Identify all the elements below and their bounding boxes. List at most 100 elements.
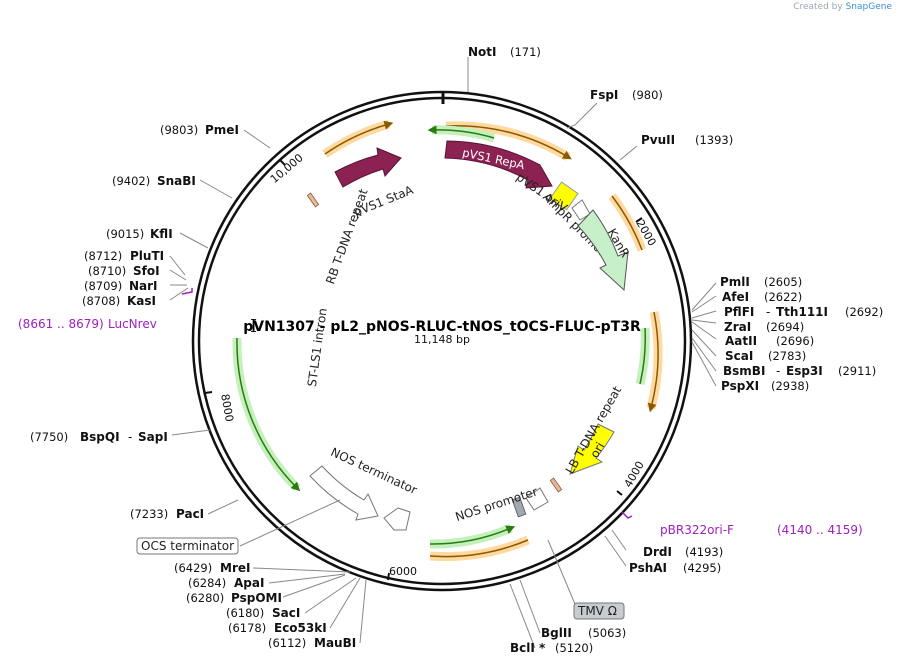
scale-ticks (204, 159, 643, 581)
svg-text:PmlI: PmlI (720, 275, 750, 289)
svg-text:(6429): (6429) (174, 561, 212, 575)
enzyme-pmeI[interactable]: (9803) PmeI (160, 123, 239, 137)
enzyme-pacI[interactable]: (7233) PacI (130, 507, 204, 521)
enzyme-pspomI[interactable]: (6280) PspOMI (186, 591, 282, 605)
enzyme-pflfI[interactable]: PflFI - Tth111I (2692) (724, 305, 883, 319)
enzyme-zraI[interactable]: ZraI (2694) (724, 320, 804, 334)
enzyme-plutI[interactable]: (8712) PluTI (84, 249, 164, 263)
enzyme-aatII[interactable]: AatII (2696) (725, 334, 814, 348)
svg-text:(8661 .. 8679): (8661 .. 8679) (18, 317, 104, 331)
tmv-omega-feature[interactable] (511, 496, 527, 518)
svg-text:AfeI: AfeI (722, 290, 749, 304)
svg-text:(2911): (2911) (838, 364, 876, 378)
svg-text:KflI: KflI (150, 227, 173, 241)
svg-text:Eco53kI: Eco53kI (274, 621, 327, 635)
enzyme-bsmbI[interactable]: BsmBI - Esp3I (2911) (723, 364, 876, 378)
svg-text:(6284): (6284) (188, 576, 226, 590)
svg-text:PluTI: PluTI (130, 249, 164, 263)
svg-text:(6112): (6112) (268, 636, 306, 650)
enzyme-scaI[interactable]: ScaI (2783) (725, 349, 806, 363)
svg-text:pBR322ori-F: pBR322ori-F (660, 523, 734, 537)
enzyme-pspxI[interactable]: PspXI (2938) (721, 379, 809, 393)
pvs1-staa-feature[interactable] (334, 147, 402, 188)
enzyme-bspqI[interactable]: (7750) BspQI - SapI (30, 430, 168, 444)
svg-text:SnaBI: SnaBI (157, 174, 196, 188)
enzyme-drdI[interactable]: DrdI (4193) (643, 545, 723, 559)
svg-text:PmeI: PmeI (205, 123, 239, 137)
svg-text:BspQI: BspQI (80, 430, 120, 444)
enzyme-afeI[interactable]: AfeI (2622) (722, 290, 802, 304)
svg-text:MauBI: MauBI (314, 636, 356, 650)
enzyme-snabI[interactable]: (9402) SnaBI (112, 174, 196, 188)
enzyme-sfoI[interactable]: (8710) SfoI (88, 264, 160, 278)
enzyme-bglII[interactable]: BglII (5063) (541, 626, 626, 640)
svg-text:(7233): (7233) (130, 507, 168, 521)
svg-text:(2696): (2696) (776, 334, 814, 348)
svg-text:ApaI: ApaI (234, 576, 264, 590)
lucnrev-primer-mark[interactable] (181, 288, 193, 295)
enzyme-pvuII[interactable]: PvuII (1393) (641, 133, 733, 147)
ocs-terminator-tag[interactable]: OCS terminator (136, 537, 239, 555)
pvs1-oriv-feature[interactable] (549, 181, 579, 211)
svg-text:(6280): (6280) (186, 591, 224, 605)
svg-text:PacI: PacI (176, 507, 204, 521)
svg-text:SfoI: SfoI (133, 264, 160, 278)
svg-text:Tth111I: Tth111I (776, 305, 828, 319)
svg-text:SacI: SacI (272, 606, 300, 620)
enzyme-kflI[interactable]: (9015) KflI (106, 227, 173, 241)
svg-text:BsmBI: BsmBI (723, 364, 765, 378)
ocs-terminator-feature[interactable] (383, 507, 411, 531)
tick-4000: 4000 (622, 459, 647, 490)
svg-text:(9803): (9803) (160, 123, 198, 137)
enzyme-maubI[interactable]: (6112) MauBI (268, 636, 356, 650)
svg-text:(9015): (9015) (106, 227, 144, 241)
enzyme-narI[interactable]: (8709) NarI (84, 279, 158, 293)
enzyme-apaI[interactable]: (6284) ApaI (188, 576, 264, 590)
svg-text:(1393): (1393) (695, 133, 733, 147)
enzyme-kasI[interactable]: (8708) KasI (82, 294, 156, 308)
snapgene-logo-text: SnapGene (845, 2, 892, 12)
enzyme-notI[interactable]: NotI (171) (468, 45, 541, 59)
svg-text:(2938): (2938) (771, 379, 809, 393)
lb-repeat-feature[interactable] (549, 477, 563, 493)
svg-text:-: - (776, 364, 780, 378)
primer-pbr322ori-f[interactable]: pBR322ori-F (4140 .. 4159) (660, 523, 863, 537)
svg-text:(2622): (2622) (764, 290, 802, 304)
svg-text:ZraI: ZraI (724, 320, 751, 334)
svg-text:(6178): (6178) (228, 621, 266, 635)
enzyme-mreI[interactable]: (6429) MreI (174, 561, 250, 575)
enzyme-sacI[interactable]: (6180) SacI (226, 606, 300, 620)
enzyme-fspI[interactable]: FspI (980) (590, 88, 663, 102)
svg-text:-: - (128, 430, 132, 444)
svg-text:Esp3I: Esp3I (786, 364, 823, 378)
primer-lucnrev[interactable]: (8661 .. 8679) LucNrev (18, 317, 157, 331)
map-length: 11,148 bp (414, 333, 470, 346)
green-feature-arrows (232, 125, 650, 549)
enzyme-pshaI[interactable]: PshAI (4295) (629, 561, 721, 575)
pvs1-repa-feature[interactable] (444, 140, 553, 189)
svg-text:(980): (980) (632, 88, 663, 102)
svg-text:BglII: BglII (541, 626, 572, 640)
enzyme-eco53kI[interactable]: (6178) Eco53kI (228, 621, 327, 635)
svg-text:(8712): (8712) (84, 249, 122, 263)
tick-8000: 8000 (218, 393, 236, 423)
ori-feature[interactable] (569, 423, 615, 475)
nos-promoter-feature[interactable] (525, 487, 549, 511)
pbr322ori-primer-mark[interactable] (621, 511, 633, 519)
enzyme-pmlI[interactable]: PmlI (2605) (720, 275, 802, 289)
text-cursor-icon: I (250, 316, 257, 337)
nos-terminator-feature[interactable] (309, 465, 379, 521)
svg-text:(5120): (5120) (555, 641, 593, 655)
kanr-feature[interactable] (577, 209, 629, 292)
svg-text:TMV Ω: TMV Ω (577, 604, 617, 618)
tick-6000: 6000 (389, 565, 417, 578)
svg-text:ScaI: ScaI (725, 349, 753, 363)
svg-text:OCS terminator: OCS terminator (141, 539, 234, 553)
svg-text:BclI *: BclI * (510, 641, 546, 655)
svg-text:AatII: AatII (725, 334, 757, 348)
enzyme-bclI[interactable]: BclI * (5120) (510, 641, 593, 655)
svg-text:LucNrev: LucNrev (108, 317, 157, 331)
tmv-omega-tag[interactable]: TMV Ω (573, 602, 625, 620)
rb-repeat-feature[interactable] (306, 192, 320, 208)
